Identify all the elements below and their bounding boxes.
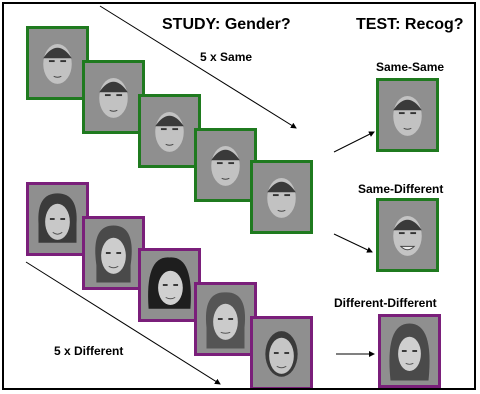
face-same-4 [194,128,257,202]
face-test-same-different [376,198,439,272]
face-same-1 [26,26,89,100]
face-different-3 [138,248,201,322]
different-different-label: Different-Different [334,296,437,310]
face-different-4 [194,282,257,356]
diagram-frame: STUDY: Gender? TEST: Recog? 5 x Same 5 x… [2,2,476,390]
face-test-same-same [376,78,439,152]
face-different-2 [82,216,145,290]
face-test-different-different [378,314,441,388]
face-same-2 [82,60,145,134]
face-same-3 [138,94,201,168]
arrow-to-same-same [333,131,375,153]
same-same-label: Same-Same [376,60,445,74]
same-different-label: Same-Different [358,182,444,196]
face-different-5 [250,316,313,388]
diff-reps-label: 5 x Different [54,344,124,358]
arrow-to-same-different [333,233,373,253]
face-same-5 [250,160,313,234]
same-reps-label: 5 x Same [200,50,253,64]
study-title: STUDY: Gender? [162,16,291,33]
face-different-1 [26,182,89,256]
test-title: TEST: Recog? [356,16,464,33]
